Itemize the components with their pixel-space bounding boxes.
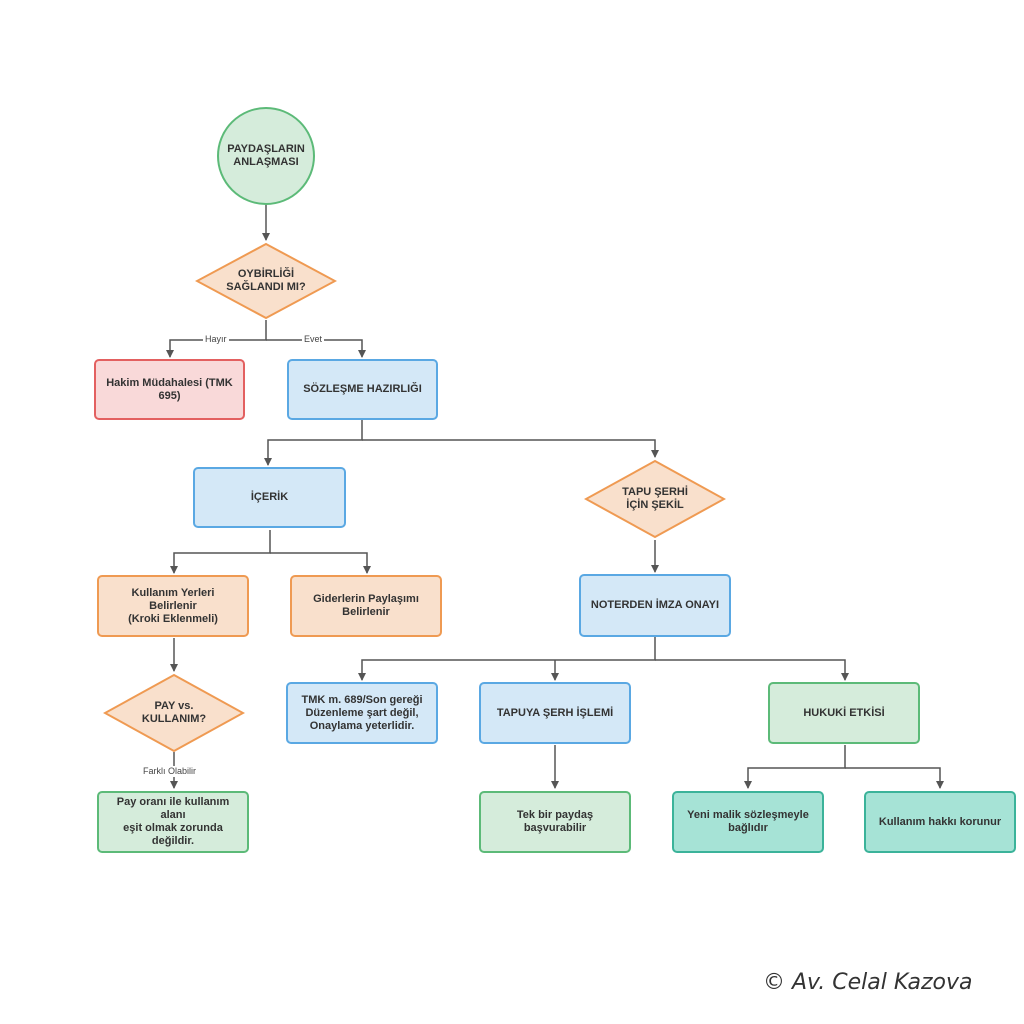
diamond-shape (195, 242, 337, 320)
node-registry-form-decision: TAPU ŞERHİ İÇİN ŞEKİL (584, 459, 726, 539)
diamond-shape (103, 673, 245, 753)
node-legal-effect: HUKUKİ ETKİSİ (768, 682, 920, 744)
edge-contract-to-content (264, 420, 363, 466)
node-single-owner-label: Tek bir paydaş başvurabilir (516, 809, 594, 834)
node-court-intervention: Hakim Müdahalesi (TMK 695) (94, 359, 245, 420)
edge-legal-to-usage-protected (845, 767, 944, 789)
node-start: PAYDAŞLARIN ANLAŞMASI (217, 107, 315, 205)
node-usage-protected: Kullanım hakkı korunur (864, 791, 1016, 853)
edge-unanimity-yes (266, 339, 366, 358)
node-new-owner: Yeni malik sözleşmeyle bağlıdır (672, 791, 824, 853)
node-usage-protected-label: Kullanım hakkı korunur (878, 815, 1002, 828)
node-contract-label: SÖZLEŞME HAZIRLIĞI (303, 383, 422, 395)
node-notary: NOTERDEN İMZA ONAYI (579, 574, 731, 637)
copyright-notice: © Av. Celal Kazova (763, 970, 973, 995)
node-legal-effect-label: HUKUKİ ETKİSİ (803, 706, 885, 719)
node-share-note: Pay oranı ile kullanım alanı eşit olmak … (97, 791, 249, 853)
edge-label-may-differ: Farklı Olabilir (141, 766, 199, 777)
node-tmk-note-label: TMK m. 689/Son gereği Düzenleme şart değ… (301, 693, 423, 732)
edge-content-to-expenses (270, 552, 371, 574)
node-registry-annotation-label: TAPUYA ŞERH İŞLEMİ (496, 706, 614, 719)
node-expenses-label: Giderlerin Paylaşımı Belirlenir (313, 593, 419, 618)
node-share-note-label: Pay oranı ile kullanım alanı eşit olmak … (116, 796, 230, 847)
node-usage-areas: Kullanım Yerleri Belirlenir (Kroki Eklen… (97, 575, 249, 637)
edge-content-to-usage (170, 530, 271, 574)
edge-label-yes: Evet (302, 334, 325, 345)
node-start-label: PAYDAŞLARIN ANLAŞMASI (227, 143, 305, 168)
node-content-label: İÇERİK (250, 491, 289, 503)
node-registry-form-label: TAPU ŞERHİ İÇİN ŞEKİL (622, 486, 688, 511)
node-unanimity-label: OYBİRLİĞİ SAĞLANDI MI? (226, 268, 306, 293)
diamond-shape (584, 459, 726, 539)
node-new-owner-label: Yeni malik sözleşmeyle bağlıdır (687, 809, 809, 834)
node-share-vs-usage-decision: PAY vs. KULLANIM? (103, 673, 245, 753)
node-content: İÇERİK (193, 467, 346, 528)
edge-notary-to-tmk (358, 637, 656, 681)
node-tmk-note: TMK m. 689/Son gereği Düzenleme şart değ… (286, 682, 438, 744)
node-registry-annotation: TAPUYA ŞERH İŞLEMİ (479, 682, 631, 744)
node-court-label: Hakim Müdahalesi (TMK 695) (106, 376, 233, 402)
edge-contract-to-registry-form (362, 439, 659, 458)
node-single-owner: Tek bir paydaş başvurabilir (479, 791, 631, 853)
node-share-vs-usage-label: PAY vs. KULLANIM? (141, 700, 207, 725)
node-expenses: Giderlerin Paylaşımı Belirlenir (290, 575, 442, 637)
node-contract-prep: SÖZLEŞME HAZIRLIĞI (287, 359, 438, 420)
node-unanimity-decision: OYBİRLİĞİ SAĞLANDI MI? (195, 242, 337, 320)
edge-legal-to-new-owner (744, 745, 846, 789)
node-notary-label: NOTERDEN İMZA ONAYI (590, 599, 720, 611)
edge-notary-to-legal (655, 659, 849, 681)
edge-label-no: Hayır (203, 334, 229, 345)
node-usage-areas-label: Kullanım Yerleri Belirlenir (Kroki Eklen… (128, 586, 218, 625)
